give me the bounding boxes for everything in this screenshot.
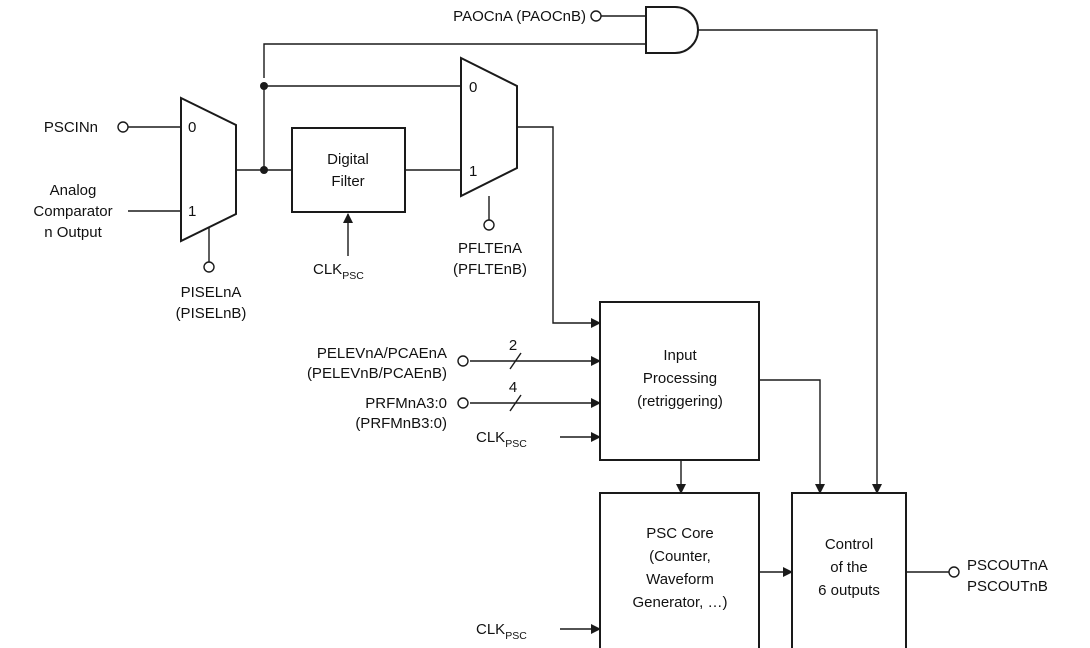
- filter-select-mux: [460, 56, 518, 198]
- svg-text:Waveform: Waveform: [646, 571, 714, 588]
- pisel-label: PISELnA (PISELnB): [176, 284, 247, 322]
- svg-text:Comparator: Comparator: [33, 203, 112, 220]
- svg-text:PISELnA: PISELnA: [181, 284, 242, 301]
- svg-text:Filter: Filter: [331, 173, 364, 190]
- svg-text:(Counter,: (Counter,: [649, 548, 711, 565]
- junction-dot: [260, 82, 268, 90]
- svg-text:PRFMnA3:0: PRFMnA3:0: [365, 395, 447, 412]
- paoc-pin: [590, 10, 602, 22]
- svg-text:(PISELnB): (PISELnB): [176, 305, 247, 322]
- and-gate: [645, 6, 699, 54]
- prfm-bus-width: 4: [509, 379, 517, 396]
- svg-text:PFLTEnA: PFLTEnA: [458, 240, 522, 257]
- pflte-pin: [483, 219, 495, 231]
- input-processing-block: [599, 301, 760, 461]
- clk-psc-label: CLKPSC: [313, 261, 364, 282]
- svg-text:PSCOUTnA: PSCOUTnA: [967, 557, 1048, 574]
- mux-input-1-label: 1: [469, 163, 477, 180]
- clk-psc-label: CLKPSC: [476, 621, 527, 642]
- svg-text:Generator, …): Generator, …): [632, 594, 727, 611]
- svg-text:Input: Input: [663, 347, 697, 364]
- control-label: Control of the 6 outputs: [818, 536, 880, 599]
- pscout-label: PSCOUTnA PSCOUTnB: [967, 557, 1048, 595]
- pscout-pin: [948, 566, 960, 578]
- input-processing-label: Input Processing (retriggering): [637, 347, 723, 410]
- svg-text:(PRFMnB3:0): (PRFMnB3:0): [355, 415, 447, 432]
- mux-input-1-label: 1: [188, 203, 196, 220]
- pflte-label: PFLTEnA (PFLTEnB): [453, 240, 527, 278]
- svg-text:PELEVnA/PCAEnA: PELEVnA/PCAEnA: [317, 345, 447, 362]
- svg-text:Control: Control: [825, 536, 873, 553]
- mux-input-0-label: 0: [469, 79, 477, 96]
- pscin-pin: [117, 121, 129, 133]
- analog-comparator-label: Analog Comparator n Output: [33, 182, 112, 241]
- psc-core-label: PSC Core (Counter, Waveform Generator, ……: [632, 525, 727, 611]
- mux-input-0-label: 0: [188, 119, 196, 136]
- paoc-label: PAOCnA (PAOCnB): [453, 8, 586, 25]
- psc-core-block: [599, 492, 760, 648]
- svg-text:of the: of the: [830, 559, 868, 576]
- pelev-bus-width: 2: [509, 337, 517, 354]
- control-block: [791, 492, 907, 648]
- digital-filter-block: [291, 127, 406, 213]
- wires: [128, 15, 949, 634]
- clk-psc-label: CLKPSC: [476, 429, 527, 450]
- prfm-pin: [457, 397, 469, 409]
- pisel-pin: [203, 261, 215, 273]
- svg-text:(retriggering): (retriggering): [637, 393, 723, 410]
- svg-text:(PELEVnB/PCAEnB): (PELEVnB/PCAEnB): [307, 365, 447, 382]
- svg-text:6 outputs: 6 outputs: [818, 582, 880, 599]
- svg-text:Digital: Digital: [327, 151, 369, 168]
- svg-text:Analog: Analog: [50, 182, 97, 199]
- svg-text:PSCOUTnB: PSCOUTnB: [967, 578, 1048, 595]
- svg-text:Processing: Processing: [643, 370, 717, 387]
- svg-text:PSC Core: PSC Core: [646, 525, 714, 542]
- junction-dot: [260, 166, 268, 174]
- prfm-label: PRFMnA3:0 (PRFMnB3:0): [355, 395, 447, 432]
- pelev-label: PELEVnA/PCAEnA (PELEVnB/PCAEnB): [307, 345, 447, 382]
- input-select-mux: [180, 96, 237, 243]
- svg-text:(PFLTEnB): (PFLTEnB): [453, 261, 527, 278]
- pelev-pin: [457, 355, 469, 367]
- svg-text:n Output: n Output: [44, 224, 102, 241]
- pscin-label: PSCINn: [44, 119, 98, 136]
- digital-filter-label: Digital Filter: [327, 151, 369, 190]
